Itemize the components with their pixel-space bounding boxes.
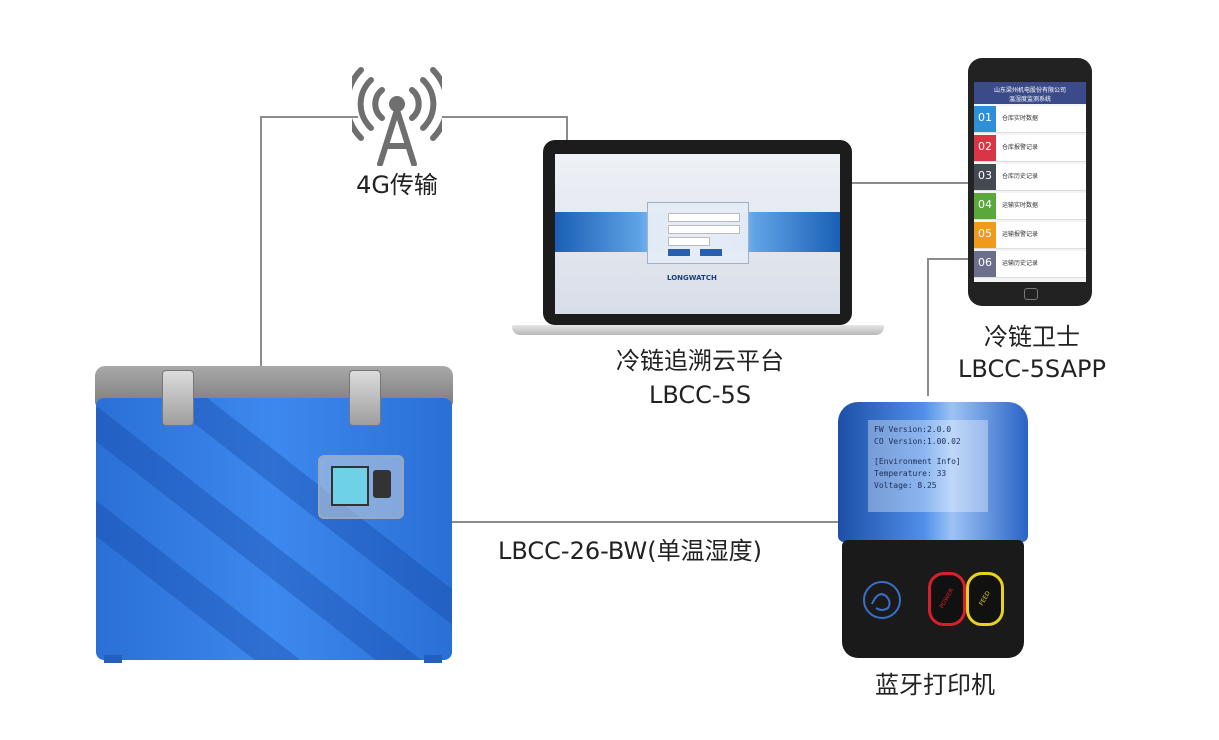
- receipt-line: Temperature: 33: [874, 469, 947, 478]
- label-platform-name: 冷链追溯云平台: [616, 347, 784, 375]
- phone-menu-item[interactable]: 01 仓库实时数据: [974, 106, 1086, 133]
- receipt-line: CO Version:1.00.02: [874, 437, 961, 446]
- printer-receipt: FW Version:2.0.0 CO Version:1.00.02 [Env…: [868, 420, 988, 512]
- printer-body: POWER FEED: [842, 540, 1024, 658]
- cooler-keypad: [373, 470, 391, 498]
- phone-menu-item[interactable]: 03 仓库历史记录: [974, 164, 1086, 191]
- connector-box-to-antenna-horizontal: [260, 116, 358, 118]
- receipt-line: [Environment Info]: [874, 457, 961, 466]
- phone-menu-item[interactable]: 04 运输实时数据: [974, 193, 1086, 220]
- connector-box-to-antenna-vertical: [260, 116, 262, 368]
- connector-antenna-to-laptop-vertical: [566, 116, 568, 142]
- printer-power-button[interactable]: POWER: [928, 572, 966, 626]
- label-printer: 蓝牙打印机: [875, 671, 995, 699]
- phone-menu-label: 仓库历史记录: [1002, 173, 1039, 180]
- label-app-name: 冷链卫士: [984, 323, 1080, 351]
- connector-antenna-to-laptop-horizontal: [442, 116, 568, 118]
- phone-menu-number: 03: [974, 164, 996, 190]
- phone-header-line2: 温湿度监测系统: [1008, 96, 1051, 103]
- phone-home-button: [1024, 288, 1038, 300]
- laptop-brand: LONGWATCH: [667, 274, 717, 282]
- laptop-login-panel: [647, 202, 749, 264]
- radio-tower-icon: [352, 67, 442, 166]
- dragon-logo-icon: [863, 581, 901, 619]
- phone-menu-label: 运输实时数据: [1002, 202, 1039, 209]
- phone-menu-number: 04: [974, 193, 996, 219]
- connector-phone-to-printer-vertical: [927, 258, 929, 396]
- cooler-box: [96, 398, 452, 660]
- phone-menu-item[interactable]: 06 运输历史记录: [974, 251, 1086, 278]
- laptop-base: [512, 325, 884, 335]
- phone-header-line1: 山东梁州机电股份有限公司: [993, 87, 1066, 94]
- phone-menu-item[interactable]: 02 仓库报警记录: [974, 135, 1086, 162]
- phone-menu-label: 运输历史记录: [1002, 260, 1039, 267]
- cooler-latch-right: [349, 370, 381, 426]
- cooler-latch-left: [162, 370, 194, 426]
- laptop-display: LONGWATCH: [555, 154, 840, 314]
- phone-menu-label: 仓库报警记录: [1002, 144, 1039, 151]
- cooler-foot-right: [424, 655, 442, 663]
- receipt-line: FW Version:2.0.0: [874, 425, 952, 434]
- printer-cover: [838, 402, 1028, 542]
- label-device-model: LBCC-26-BW(单温湿度): [498, 537, 762, 565]
- power-button-label: POWER: [938, 587, 956, 610]
- phone-menu-item[interactable]: 05 运输报警记录: [974, 222, 1086, 249]
- cooler-lcd-display: [331, 466, 369, 506]
- receipt-line: Voltage: 8.25: [874, 481, 937, 490]
- phone-menu-label: 运输报警记录: [1002, 231, 1039, 238]
- connector-box-to-printer: [452, 521, 838, 523]
- feed-button-label: FEED: [978, 589, 992, 608]
- label-platform-model: LBCC-5S: [648, 381, 752, 409]
- connector-phone-to-printer-horizontal: [927, 258, 970, 260]
- label-transmission: 4G传输: [356, 171, 438, 199]
- printer-feed-button[interactable]: FEED: [966, 572, 1004, 626]
- connector-laptop-to-phone: [852, 182, 970, 184]
- phone-menu-number: 01: [974, 106, 996, 132]
- phone-menu-label: 仓库实时数据: [1002, 115, 1039, 122]
- phone-menu-number: 05: [974, 222, 996, 248]
- cooler-foot-left: [104, 655, 122, 663]
- phone-screen: 山东梁州机电股份有限公司 温湿度监测系统 01 仓库实时数据 02 仓库报警记录 03 仓…: [974, 82, 1086, 282]
- phone-menu-number: 02: [974, 135, 996, 161]
- label-app-model: LBCC-5SAPP: [958, 355, 1106, 383]
- phone-app-header: 山东梁州机电股份有限公司 温湿度监测系统: [974, 82, 1086, 104]
- phone-menu-number: 06: [974, 251, 996, 277]
